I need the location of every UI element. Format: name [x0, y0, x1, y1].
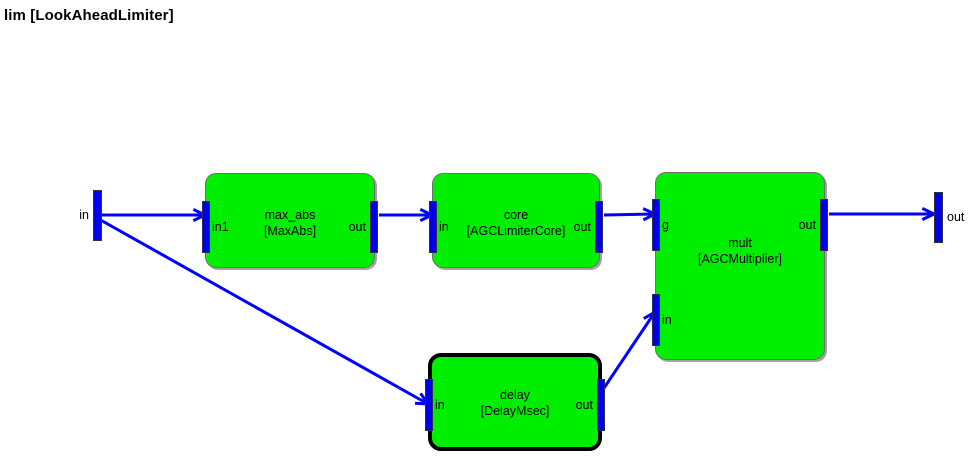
block-type-name: [DelayMsec] — [480, 404, 550, 418]
port-core-in[interactable] — [429, 201, 437, 253]
port-label-max_abs-out: out — [348, 220, 366, 234]
port-label-core-in: in — [439, 220, 449, 234]
arrowhead-icon — [921, 206, 935, 216]
block-mult[interactable]: mult [AGCMultiplier] — [655, 172, 825, 360]
block-instance-name: delay — [500, 388, 530, 402]
port-label-mult-out: out — [798, 218, 816, 232]
page-title: lim [LookAheadLimiter] — [4, 7, 174, 24]
block-label-mult: mult [AGCMultiplier] — [656, 235, 824, 267]
port-max_abs-in1[interactable] — [202, 201, 210, 253]
input-terminal[interactable] — [93, 190, 102, 241]
input-terminal-label: in — [79, 208, 89, 222]
wire-delay-to-mult-in[interactable] — [598, 310, 657, 395]
port-core-out[interactable] — [595, 201, 603, 253]
wire-in-to-max_abs[interactable] — [97, 207, 206, 223]
port-delay-in[interactable] — [425, 379, 433, 431]
port-mult-out[interactable] — [820, 199, 828, 251]
output-terminal-label: out — [947, 210, 965, 224]
port-label-delay-in: in — [435, 398, 445, 412]
wire-max_abs-to-core[interactable] — [379, 207, 433, 223]
port-label-core-out: out — [573, 220, 591, 234]
wire-mult-to-out[interactable] — [829, 206, 935, 222]
port-label-max_abs-in1: in1 — [212, 220, 229, 234]
block-instance-name: mult — [728, 236, 752, 250]
port-max_abs-out[interactable] — [370, 201, 378, 253]
port-mult-in[interactable] — [652, 294, 660, 346]
block-type-name: [AGCMultiplier] — [697, 252, 783, 266]
block-label-delay: delay [DelayMsec] — [432, 387, 598, 419]
output-terminal[interactable] — [934, 192, 943, 243]
port-label-mult-in: in — [662, 313, 672, 327]
port-label-delay-out: out — [575, 398, 593, 412]
wire-core-to-mult-g[interactable] — [603, 207, 656, 222]
port-mult-g[interactable] — [652, 199, 660, 251]
port-delay-out[interactable] — [597, 379, 605, 431]
port-label-mult-g: g — [662, 218, 669, 232]
arrowhead-icon — [921, 212, 935, 222]
